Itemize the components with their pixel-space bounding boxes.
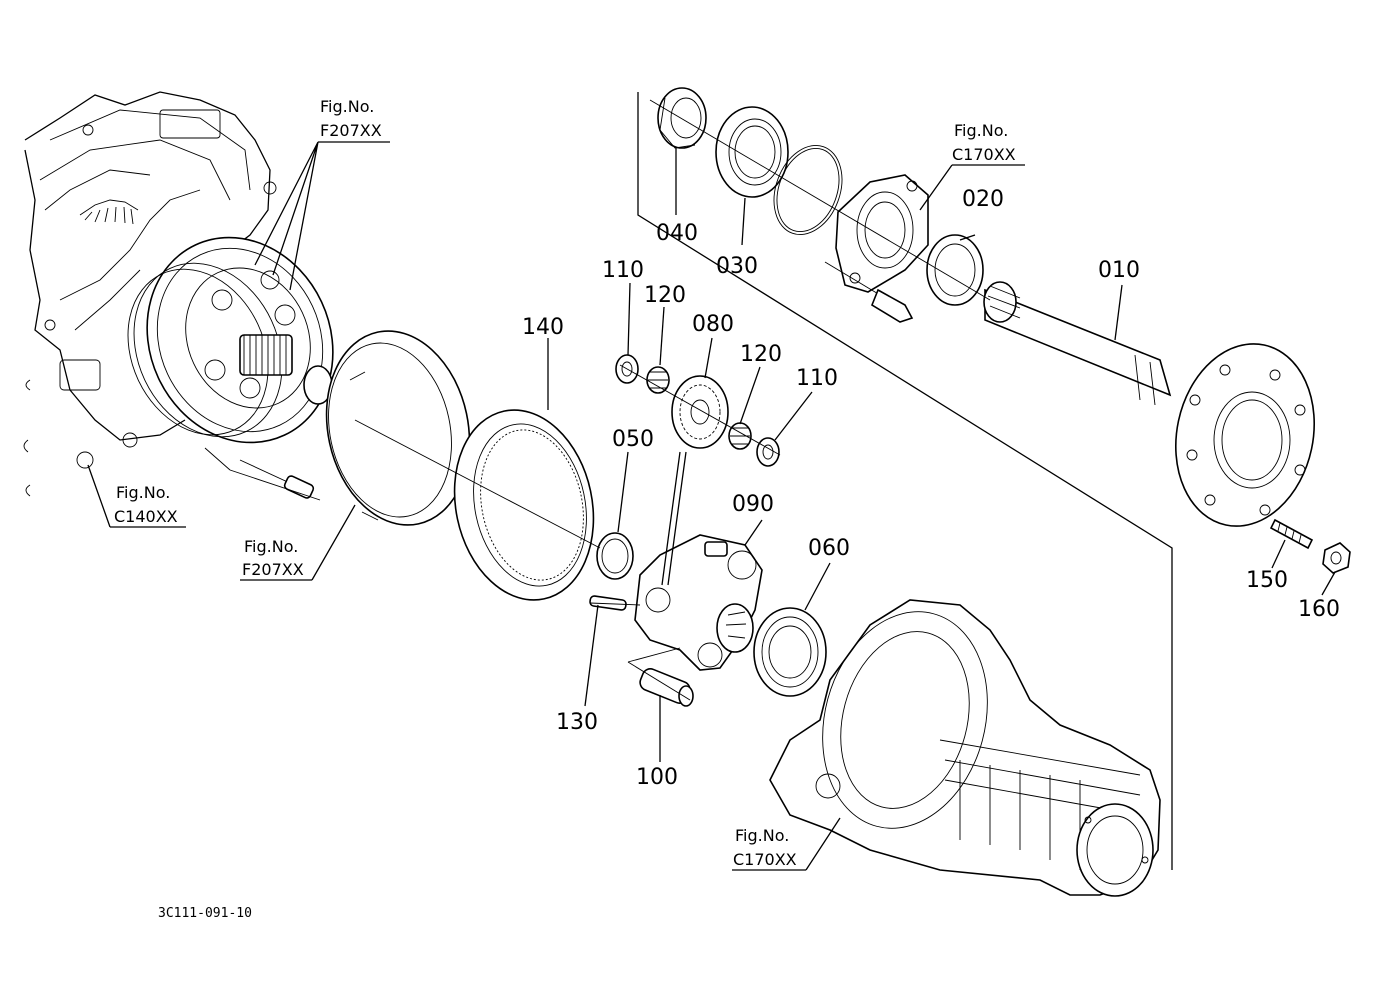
fig-ref-line1: Fig.No.: [320, 97, 374, 116]
fig-ref-line1: Fig.No.: [244, 537, 298, 556]
fig-ref-f207-top[interactable]: Fig.No. F207XX: [320, 97, 382, 140]
part-label-120-right[interactable]: 120: [740, 342, 782, 367]
part-label-020[interactable]: 020: [962, 187, 1004, 212]
fig-ref-line1: Fig.No.: [735, 826, 789, 845]
fig-ref-line2: C170XX: [952, 145, 1016, 164]
part-label-110-right[interactable]: 110: [796, 366, 838, 391]
o-ring-drawing: [773, 144, 843, 236]
part-label-030[interactable]: 030: [716, 254, 758, 279]
part-label-040[interactable]: 040: [656, 221, 698, 246]
bearing-030-drawing: [715, 106, 789, 198]
fig-ref-line2: F207XX: [320, 121, 382, 140]
part-label-060[interactable]: 060: [808, 536, 850, 561]
friction-plate-drawing: [325, 330, 471, 526]
planet-carrier-090-drawing: [634, 534, 763, 671]
snap-ring-050-drawing: [596, 532, 634, 580]
drawing-code: 3C111-091-10: [158, 906, 252, 921]
assembly-lines: [354, 92, 1173, 870]
part-label-100[interactable]: 100: [636, 765, 678, 790]
part-label-130[interactable]: 130: [556, 710, 598, 735]
transmission-case-drawing: [23, 91, 277, 497]
axle-shaft-010-drawing: [983, 281, 1316, 527]
axle-housing-drawing: [769, 599, 1161, 897]
ring-gear-140-drawing: [453, 409, 595, 601]
fig-ref-line1: Fig.No.: [116, 483, 170, 502]
fig-ref-c170-bottom[interactable]: Fig.No. C170XX: [733, 826, 797, 869]
brake-assembly-drawing: [127, 236, 334, 501]
fig-ref-c140[interactable]: Fig.No. C140XX: [114, 483, 178, 526]
bearing-060-drawing: [753, 607, 827, 697]
planet-gear-080-drawing: [661, 375, 729, 586]
leader-lines: [87, 141, 1336, 871]
fig-ref-line2: C170XX: [733, 850, 797, 869]
nut-160-drawing: [1322, 542, 1351, 574]
part-label-120-left[interactable]: 120: [644, 283, 686, 308]
fig-ref-line2: F207XX: [242, 560, 304, 579]
lock-nut-040-drawing: [657, 87, 707, 149]
seal-020-drawing: [926, 234, 984, 306]
pin-130-drawing: [589, 595, 627, 611]
part-label-160[interactable]: 160: [1298, 597, 1340, 622]
part-label-050[interactable]: 050: [612, 427, 654, 452]
part-label-010[interactable]: 010: [1098, 258, 1140, 283]
part-label-140[interactable]: 140: [522, 315, 564, 340]
part-label-080[interactable]: 080: [692, 312, 734, 337]
part-label-110-left[interactable]: 110: [602, 258, 644, 283]
fig-ref-line1: Fig.No.: [954, 121, 1008, 140]
fig-ref-f207-bottom[interactable]: Fig.No. F207XX: [242, 537, 304, 579]
part-label-150[interactable]: 150: [1246, 568, 1288, 593]
part-label-090[interactable]: 090: [732, 492, 774, 517]
fig-ref-line2: C140XX: [114, 507, 178, 526]
shaft-100-drawing: [627, 647, 694, 707]
bearing-retainer-drawing: [824, 174, 929, 323]
fig-ref-c170-top[interactable]: Fig.No. C170XX: [952, 121, 1016, 164]
stud-150-drawing: [1269, 518, 1314, 550]
